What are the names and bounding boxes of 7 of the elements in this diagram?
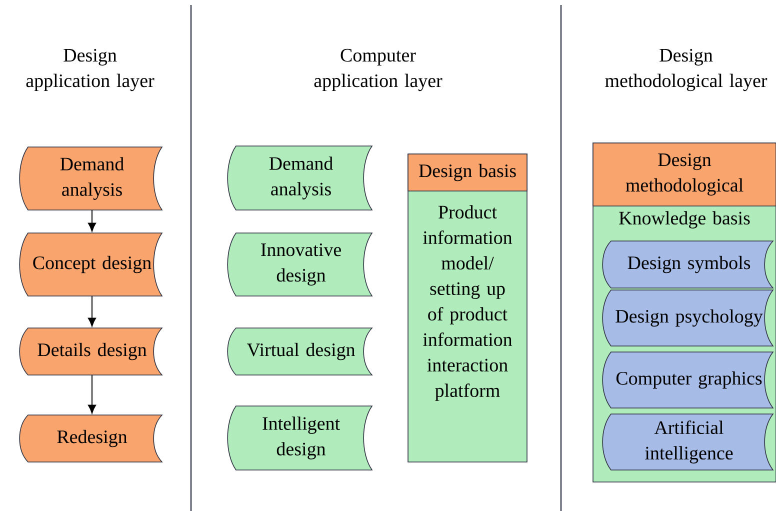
panel-box: Design basis Product information model/ setting up of product information interaction platform (408, 154, 528, 462)
arrow (88, 374, 96, 414)
column-heading: Design methodological layer (605, 48, 768, 92)
column-heading: Design application layer (26, 48, 154, 92)
arrow (88, 296, 96, 327)
arrow (88, 210, 96, 232)
column-heading: Computer application layer (314, 48, 442, 92)
